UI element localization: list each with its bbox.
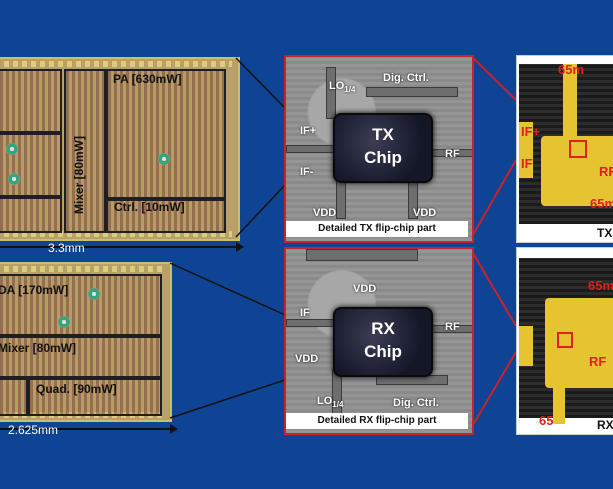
tx-inductor-1 bbox=[6, 143, 18, 155]
rx-trace-if bbox=[286, 319, 338, 327]
tx-board-die-marker bbox=[569, 140, 587, 158]
rx-trace-vdd-top bbox=[306, 249, 418, 261]
rx-quad-block bbox=[28, 378, 162, 416]
tx-pa-label: PA [630mW] bbox=[113, 72, 182, 86]
tx-ifplus-label: IF+ bbox=[300, 125, 317, 137]
rx-width-arrow bbox=[0, 424, 178, 434]
rx-da-block bbox=[0, 274, 162, 336]
tx-width-label: 3.3mm bbox=[48, 241, 85, 255]
rx-inductor-2 bbox=[88, 288, 100, 300]
tx-board-caption: TX bbox=[597, 226, 613, 240]
tx-die-photo bbox=[0, 57, 240, 241]
tx-trace-if bbox=[286, 145, 338, 153]
rx-mixer-label: Mixer [80mW] bbox=[0, 341, 77, 355]
tx-lo-sub: 1/4 bbox=[344, 85, 356, 95]
rx-lo-label: LO1/4 bbox=[317, 395, 343, 409]
tx-trace-lo bbox=[326, 67, 336, 119]
rx-board-rf-label: RF bbox=[589, 354, 607, 369]
rx-lo-sub: 1/4 bbox=[332, 400, 344, 410]
tx-flipchip-caption: Detailed TX flip-chip part bbox=[286, 221, 468, 237]
rx-inductor-1 bbox=[58, 316, 70, 328]
tx-board-photo bbox=[516, 55, 613, 243]
tx-die-pad-row-top bbox=[4, 61, 232, 67]
tx-chip-line1: TX bbox=[372, 125, 394, 144]
rx-vdd-left-label: VDD bbox=[295, 353, 319, 365]
tx-block-bottom-left bbox=[0, 197, 62, 233]
rx-board-die-marker bbox=[557, 332, 573, 348]
tx-board-top-label: 65m bbox=[558, 62, 585, 77]
rx-lo-text: LO bbox=[317, 395, 333, 407]
rx-board-photo bbox=[516, 247, 613, 435]
rx-mixer-block bbox=[0, 336, 162, 378]
tx-width-arrow bbox=[0, 242, 244, 252]
rx-da-label: DA [170mW] bbox=[0, 283, 69, 297]
rx-dig-label: Dig. Ctrl. bbox=[393, 397, 439, 409]
tx-ctrl-label: Ctrl. [10mW] bbox=[114, 200, 185, 214]
rx-left-block bbox=[0, 378, 28, 416]
tx-board-ifplus-label: IF+ bbox=[521, 124, 541, 139]
rx-width-label: 2.625mm bbox=[8, 423, 59, 437]
tx-chip-line2: Chip bbox=[364, 148, 402, 167]
tx-mixer-block bbox=[64, 69, 106, 233]
tx-board-gold-center bbox=[541, 136, 613, 206]
rx-board-gold-bottom bbox=[553, 388, 565, 424]
tx-board-gold-top bbox=[563, 64, 577, 144]
tx-trace-dig bbox=[366, 87, 458, 97]
rx-vdd-top-label: VDD bbox=[353, 283, 377, 295]
tx-block-top-left bbox=[0, 69, 62, 133]
rx-board-caption: RX bbox=[597, 418, 613, 432]
tx-lo-text: LO bbox=[329, 80, 345, 92]
tx-board-if-label: IF bbox=[521, 156, 533, 171]
tx-die-pad-row-bottom bbox=[4, 231, 232, 237]
tx-board-side-label: 65m bbox=[590, 196, 613, 211]
tx-inductor-2 bbox=[8, 173, 20, 185]
tx-pa-block bbox=[106, 69, 226, 199]
rx-board-connector bbox=[519, 326, 533, 366]
rx-die-photo bbox=[0, 262, 172, 422]
tx-board-rf-label: RF bbox=[599, 164, 613, 179]
tx-rf-label: RF bbox=[445, 148, 460, 160]
rx-board-top-label: 65m bbox=[588, 278, 613, 293]
rx-chip-line1: RX bbox=[371, 319, 395, 338]
rx-chip: RX Chip bbox=[333, 307, 433, 377]
rx-flipchip-caption: Detailed RX flip-chip part bbox=[286, 413, 468, 429]
rx-chip-line2: Chip bbox=[364, 342, 402, 361]
tx-ctrl-block bbox=[106, 199, 226, 233]
rx-board-bottom-label: 65 bbox=[539, 413, 554, 428]
tx-vdd-left-label: VDD bbox=[313, 207, 337, 219]
rx-flipchip-photo bbox=[284, 247, 474, 435]
rx-quad-label: Quad. [90mW] bbox=[36, 382, 117, 396]
tx-board-connector bbox=[519, 122, 533, 178]
rx-if-label: IF bbox=[300, 307, 310, 319]
tx-ifminus-label: IF- bbox=[300, 166, 314, 178]
tx-inductor-3 bbox=[158, 153, 170, 165]
tx-lo-label: LO1/4 bbox=[329, 80, 355, 94]
tx-trace-vdd-left bbox=[336, 177, 346, 219]
rx-die-pad-row-top bbox=[4, 266, 164, 272]
tx-dig-label: Dig. Ctrl. bbox=[383, 72, 429, 84]
rx-board-gold-center bbox=[545, 298, 613, 388]
tx-vdd-right-label: VDD bbox=[413, 207, 437, 219]
tx-chip: TX Chip bbox=[333, 113, 433, 183]
rx-rf-label: RF bbox=[445, 321, 460, 333]
